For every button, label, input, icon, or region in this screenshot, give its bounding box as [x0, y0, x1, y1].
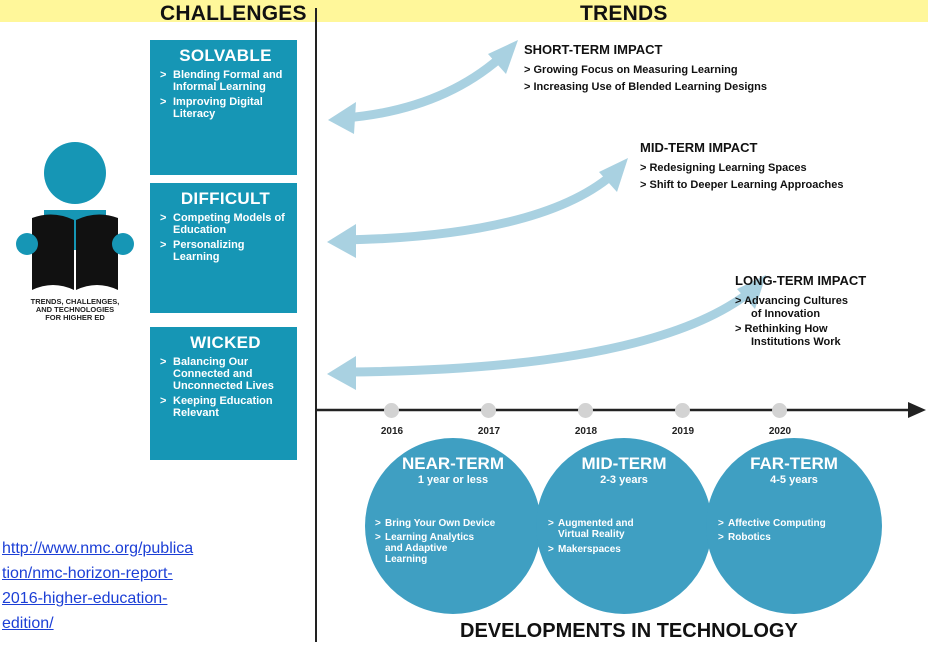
trend-item: > Advancing Cultures — [735, 295, 848, 307]
development-item: Robotics — [718, 532, 868, 543]
challenge-item: Keeping Education Relevant — [160, 395, 291, 419]
circle-title: MID-TERM — [581, 454, 667, 473]
development-item: Learning Analytics and Adaptive Learning — [375, 532, 485, 565]
circle-subtitle: 2-3 years — [600, 474, 648, 486]
trend-item: Institutions Work — [751, 336, 841, 348]
report-link-line[interactable]: edition/ — [2, 615, 54, 632]
challenge-box-solvable: SOLVABLE Blending Formal and Informal Le… — [150, 40, 297, 175]
report-link-line[interactable]: tion/nmc-horizon-report- — [2, 565, 173, 582]
challenges-heading: CHALLENGES — [160, 2, 307, 25]
column-divider — [315, 8, 317, 642]
trend-item: > Rethinking How — [735, 323, 828, 335]
development-item: Makerspaces — [548, 544, 658, 555]
development-item: Bring Your Own Device — [375, 518, 535, 529]
challenge-box-difficult: DIFFICULT Competing Models of Education … — [150, 183, 297, 313]
long-term-arrow — [340, 287, 755, 377]
challenge-item: Improving Digital Literacy — [160, 96, 291, 120]
circle-subtitle: 4-5 years — [770, 474, 818, 486]
challenge-item: Competing Models of Education — [160, 212, 291, 236]
report-link-line[interactable]: 2016-higher-education- — [2, 590, 168, 607]
top-banner — [0, 0, 928, 22]
year-marker — [384, 403, 399, 418]
challenge-title: SOLVABLE — [179, 46, 272, 65]
trend-item: > Increasing Use of Blended Learning Des… — [524, 81, 767, 93]
challenge-box-wicked: WICKED Balancing Our Connected and Uncon… — [150, 327, 297, 460]
challenge-item: Blending Formal and Informal Learning — [160, 69, 291, 93]
trend-item: of Innovation — [751, 308, 821, 320]
trend-item: > Shift to Deeper Learning Approaches — [640, 179, 844, 191]
trends-heading: TRENDS — [580, 2, 668, 25]
year-label: 2020 — [768, 426, 792, 437]
trend-title: SHORT-TERM IMPACT — [524, 42, 663, 57]
trend-title: MID-TERM IMPACT — [640, 140, 758, 155]
development-item: Augmented and Virtual Reality — [548, 518, 658, 540]
challenge-item: Balancing Our Connected and Unconnected … — [160, 356, 291, 392]
challenge-title: DIFFICULT — [180, 189, 271, 208]
far-term-circle: FAR-TERM 4-5 years Affective Computing R… — [706, 438, 882, 614]
trend-item: > Redesigning Learning Spaces — [640, 162, 807, 174]
year-label: 2016 — [380, 426, 404, 437]
year-label: 2018 — [574, 426, 598, 437]
report-link-line[interactable]: http://www.nmc.org/publica — [2, 540, 194, 557]
development-item: Affective Computing — [718, 518, 868, 529]
year-marker — [675, 403, 690, 418]
logo-caption: TRENDS, CHALLENGES, AND TECHNOLOGIES FOR… — [30, 297, 120, 322]
year-marker — [481, 403, 496, 418]
trend-item: > Growing Focus on Measuring Learning — [524, 64, 738, 76]
circle-title: FAR-TERM — [750, 454, 838, 473]
year-label: 2017 — [477, 426, 501, 437]
trend-title: LONG-TERM IMPACT — [735, 273, 867, 288]
challenge-title: WICKED — [190, 333, 261, 352]
year-marker — [578, 403, 593, 418]
year-label: 2019 — [671, 426, 695, 437]
developments-heading: DEVELOPMENTS IN TECHNOLOGY — [460, 620, 798, 642]
mid-term-circle: MID-TERM 2-3 years Augmented and Virtual… — [536, 438, 712, 614]
mid-term-arrow — [340, 170, 617, 245]
short-term-arrow — [340, 53, 505, 123]
circle-subtitle: 1 year or less — [417, 474, 489, 486]
challenge-item: Personalizing Learning — [160, 239, 291, 263]
reader-logo-icon — [16, 142, 134, 290]
year-marker — [772, 403, 787, 418]
circle-title: NEAR-TERM — [402, 454, 504, 473]
near-term-circle: NEAR-TERM 1 year or less Bring Your Own … — [365, 438, 541, 614]
